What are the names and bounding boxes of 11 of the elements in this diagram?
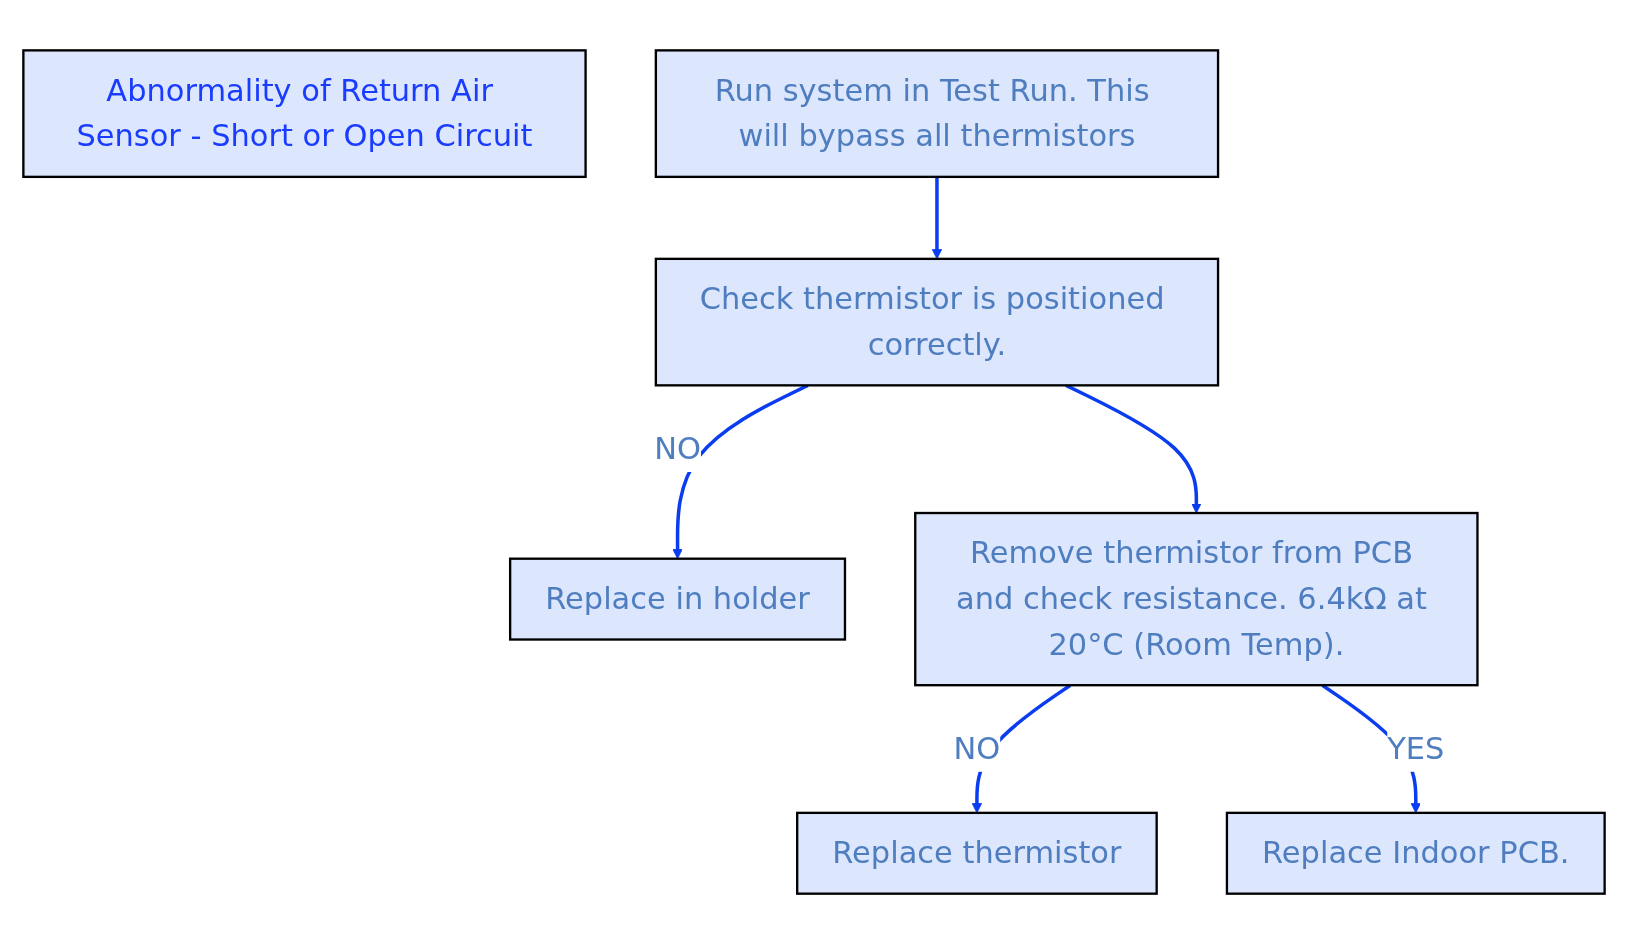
edge-label: NO xyxy=(953,731,1001,767)
arrow xyxy=(931,177,943,260)
edge-label: YES xyxy=(1387,731,1445,767)
node-box: Remove thermistor from PCB and check resistance. 6.4kΩ at 20°C (Room Temp). xyxy=(914,512,1479,687)
node-box: Run system in Test Run. This will bypass all thermistors xyxy=(654,49,1220,179)
edge-label: NO xyxy=(654,431,701,467)
node-box: Abnormality of Return Air Sensor - Short or Open Circuit xyxy=(22,49,587,179)
node-box: Check thermistor is positioned correctly. xyxy=(654,258,1220,387)
node-box: Replace Indoor PCB. xyxy=(1225,812,1606,896)
node-box: Replace in holder xyxy=(508,558,847,642)
node-box: Replace thermistor xyxy=(796,812,1158,896)
